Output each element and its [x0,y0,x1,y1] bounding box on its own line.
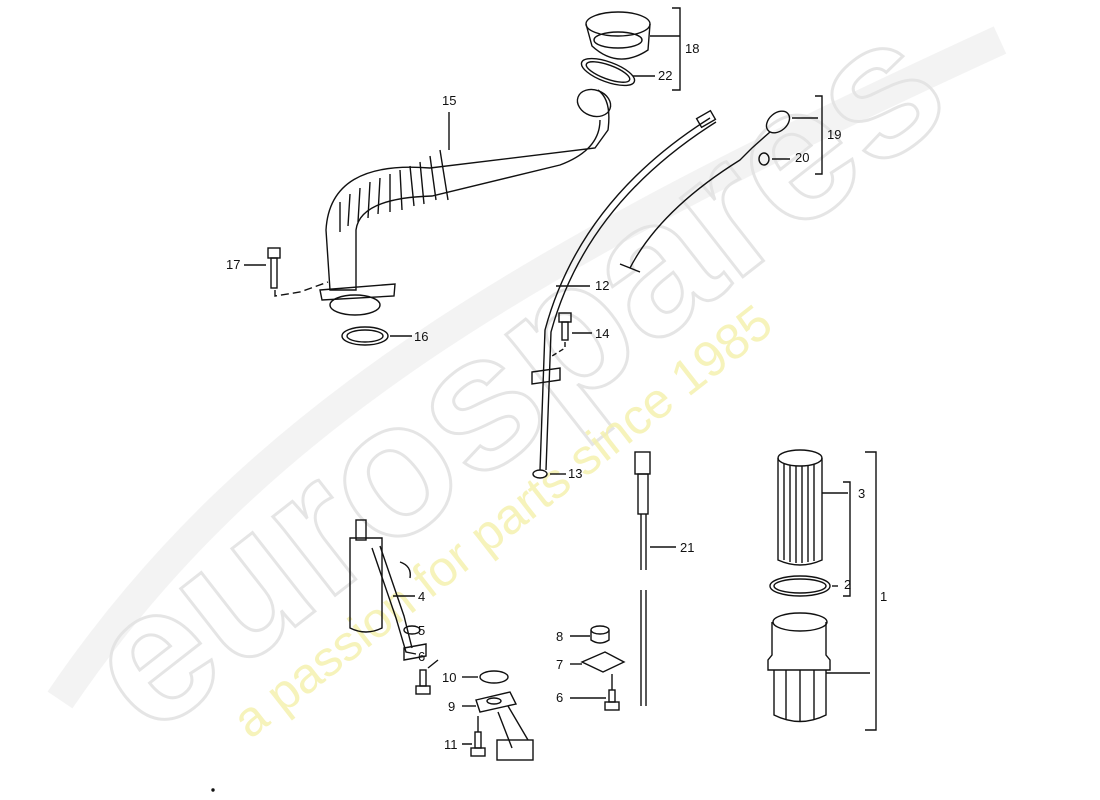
washer-20-icon[interactable] [758,152,770,166]
washer-5-icon[interactable] [403,625,421,635]
dipstick-tube-icon[interactable] [531,109,717,471]
callout-5[interactable]: 5 [418,623,426,638]
cap-seal-icon[interactable] [578,53,637,91]
filter-housing-icon[interactable] [767,612,831,723]
bolt-14-icon[interactable] [558,312,572,341]
callout-8[interactable]: 8 [556,629,564,644]
bolt-11-icon[interactable] [470,731,486,757]
o-ring-10-icon[interactable] [479,670,509,684]
dipstick-icon[interactable] [619,107,794,273]
callout-16[interactable]: 16 [414,329,429,344]
callout-14[interactable]: 14 [595,326,610,341]
callout-13[interactable]: 13 [568,466,583,481]
callout-11[interactable]: 11 [444,737,458,752]
callout-4[interactable]: 4 [418,589,426,604]
filter-element-icon[interactable] [777,449,823,566]
grommet-icon[interactable] [590,625,610,644]
callout-3[interactable]: 3 [858,486,866,501]
washer-13-icon[interactable] [532,469,548,479]
callout-10[interactable]: 10 [442,670,457,685]
callout-17[interactable]: 17 [226,257,241,272]
callout-19[interactable]: 19 [827,127,842,142]
callout-15[interactable]: 15 [442,93,457,108]
callout-22[interactable]: 22 [658,68,673,83]
callout-20[interactable]: 20 [795,150,810,165]
neck-o-ring-icon[interactable] [341,326,389,346]
oil-level-sensor-icon[interactable] [634,451,651,706]
callout-7[interactable]: 7 [556,657,564,672]
oil-pipe-icon[interactable] [349,519,427,661]
oil-pickup-icon[interactable] [475,691,534,761]
callout-1[interactable]: 1 [880,589,888,604]
filter-seal-icon[interactable] [769,575,831,597]
callout-18[interactable]: 18 [685,41,700,56]
callout-6a[interactable]: 6 [418,649,426,664]
clip-icon[interactable] [580,651,626,673]
filler-neck-icon[interactable] [319,85,614,316]
filler-cap-icon[interactable] [585,11,651,60]
bolt-6a-icon[interactable] [415,669,431,695]
bolt-6b-icon[interactable] [604,689,620,711]
callout-9[interactable]: 9 [448,699,456,714]
callout-12[interactable]: 12 [595,278,610,293]
bolt-17-icon[interactable] [267,247,281,289]
callout-6b[interactable]: 6 [556,690,564,705]
callout-21[interactable]: 21 [680,540,695,555]
callout-2[interactable]: 2 [844,577,852,592]
